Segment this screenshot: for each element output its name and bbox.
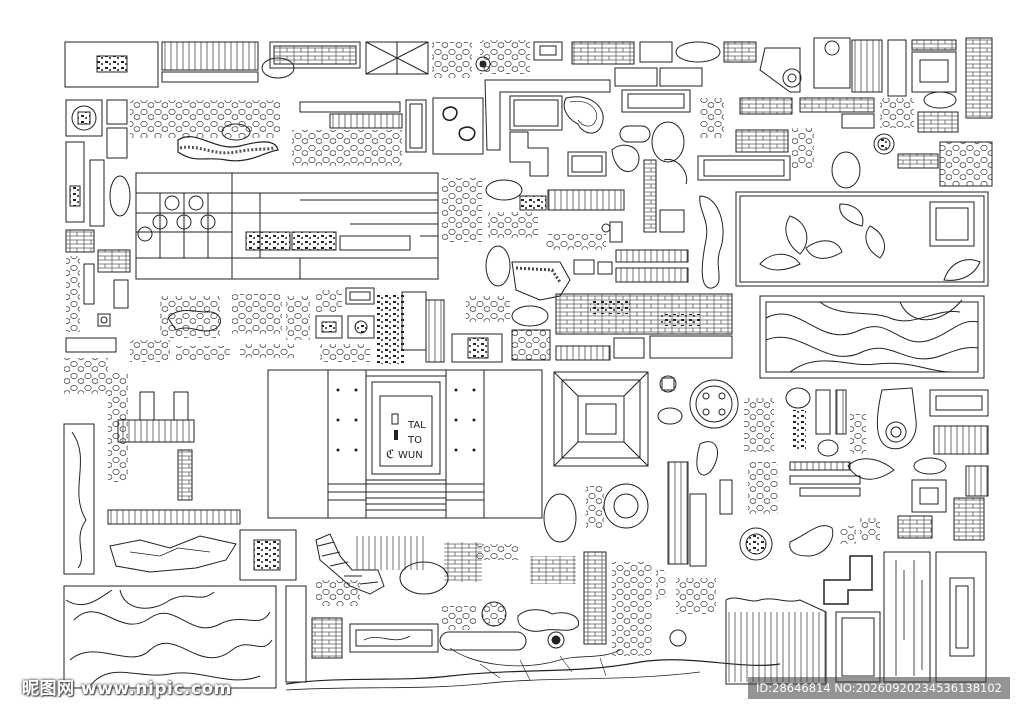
sign-line-2: TO [407,435,422,446]
lower-middle-elements [285,533,987,691]
paving-grid-block [135,172,439,280]
upper-middle-elements [130,89,993,289]
right-middle-elements [543,375,989,605]
gateway-sign: TAL TO ℭ WUN [386,413,426,461]
central-band-elements [130,259,733,364]
left-column-elements [63,99,297,581]
leaf-pattern-panel [735,191,989,287]
top-row-elements [64,37,993,151]
sign-line-1: TAL [407,420,426,431]
wave-pattern-panel-right [759,295,985,379]
square-plaza-center [553,371,649,467]
watermark-site: 昵图网 www.nipic.com [22,679,232,699]
central-plaza-gateway [267,369,543,519]
watermark-id: ID:28646814 NO:20260920234536138102 [748,677,1010,699]
wave-pattern-panel-left [63,585,277,689]
sign-prefix: ℭ [386,447,394,461]
sign-line-3: WUN [398,450,423,461]
